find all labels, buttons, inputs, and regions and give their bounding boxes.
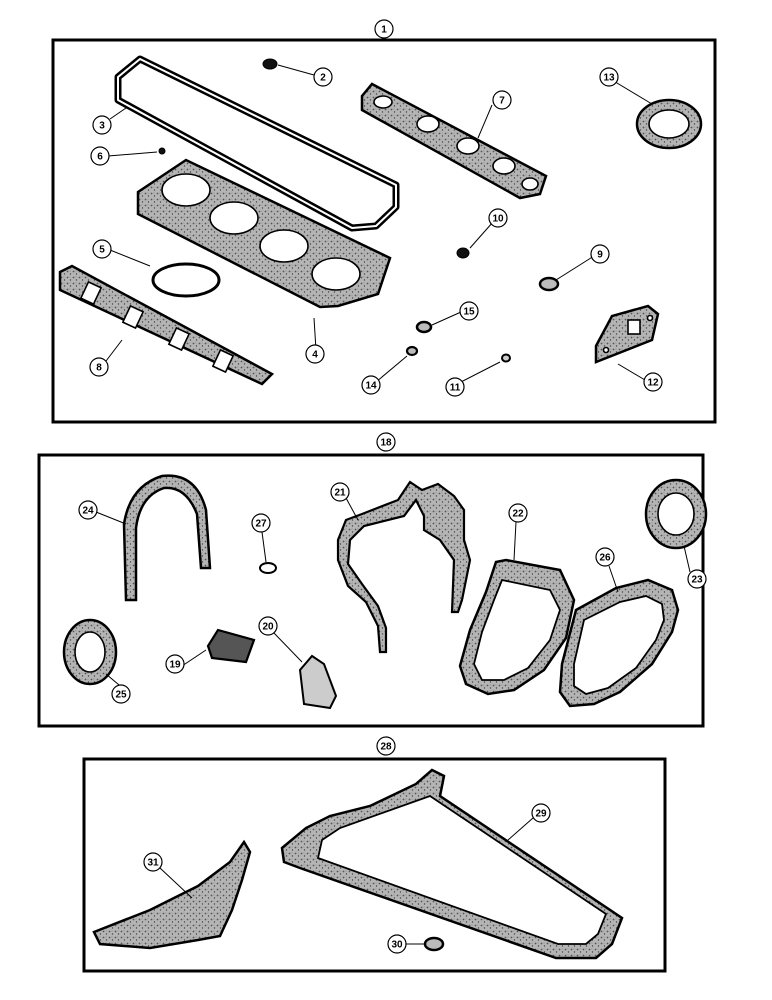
callout-29: 29 (535, 809, 547, 820)
callout-24: 24 (82, 506, 94, 517)
plug-part-10 (456, 247, 470, 259)
washer-part-9 (538, 276, 560, 292)
callouts-panel-2: 24 27 21 22 23 26 25 19 20 (78, 482, 707, 704)
o-ring-27 (259, 562, 277, 574)
callout-19: 19 (169, 660, 181, 671)
callout-10: 10 (492, 214, 504, 225)
callout-14: 14 (365, 381, 377, 392)
callout-9: 9 (597, 250, 603, 261)
ring-seal (151, 262, 221, 298)
callout-4: 4 (312, 350, 318, 361)
callout-3: 3 (99, 121, 105, 132)
intake-manifold-gasket (58, 264, 275, 386)
callout-22: 22 (512, 509, 524, 520)
panel-oil-pan-gaskets: 28 29 31 30 (82, 736, 667, 973)
callout-18-circle (376, 432, 396, 452)
callout-11: 11 (450, 383, 461, 394)
callout-31: 31 (147, 858, 159, 869)
water-pump-gasket-22 (458, 558, 576, 696)
leaders-panel-2 (95, 497, 691, 691)
head-gasket (136, 158, 392, 309)
callout-28-circle (376, 736, 396, 756)
callout-2: 2 (320, 73, 326, 84)
exhaust-manifold-gasket (360, 82, 548, 200)
seal-part-11 (501, 353, 511, 363)
callout-18: 18 (380, 438, 392, 449)
washer-part-15 (415, 320, 433, 334)
flange-gasket-12 (594, 304, 660, 364)
callout-25: 25 (115, 690, 127, 701)
callout-23: 23 (691, 575, 703, 586)
callouts-panel-1: 2 3 4 5 6 7 8 9 10 11 12 13 14 (89, 67, 663, 397)
callouts-panel-3: 29 31 30 (143, 803, 551, 954)
round-gasket-25 (62, 618, 118, 686)
callout-30: 30 (391, 940, 403, 951)
panel-engine-upper-gaskets: 1 (51, 19, 717, 424)
seal-strip-31 (92, 839, 252, 950)
panel-front-cover-gaskets: 18 (37, 432, 708, 728)
callout-26: 26 (599, 553, 611, 564)
callout-13: 13 (603, 73, 615, 84)
grommet-part (262, 58, 278, 70)
valve-cover-gasket (114, 55, 400, 232)
cover-gasket-26 (558, 578, 680, 708)
washer-part-30 (423, 936, 445, 952)
callout-8: 8 (96, 363, 102, 374)
plate-gasket-19 (206, 628, 256, 664)
callout-1-circle (374, 19, 394, 39)
callout-20: 20 (262, 622, 274, 633)
leaders-panel-3 (159, 817, 534, 945)
plate-gasket-20 (298, 654, 338, 710)
callout-7: 7 (499, 96, 505, 107)
callout-5: 5 (99, 245, 105, 256)
round-plate-gasket (635, 98, 703, 150)
plug-part (158, 147, 166, 155)
callout-27: 27 (255, 519, 267, 530)
arch-gasket-24 (122, 474, 212, 602)
timing-cover-gasket-21 (336, 480, 472, 654)
callout-15: 15 (463, 307, 475, 318)
callout-1: 1 (381, 25, 387, 36)
callout-6: 6 (97, 152, 103, 163)
callout-12: 12 (647, 378, 659, 389)
callout-21: 21 (334, 488, 346, 499)
seal-part-14 (405, 345, 419, 357)
oil-pan-gasket-29 (280, 768, 624, 960)
round-gasket-23 (644, 478, 708, 550)
callout-28: 28 (380, 742, 392, 753)
